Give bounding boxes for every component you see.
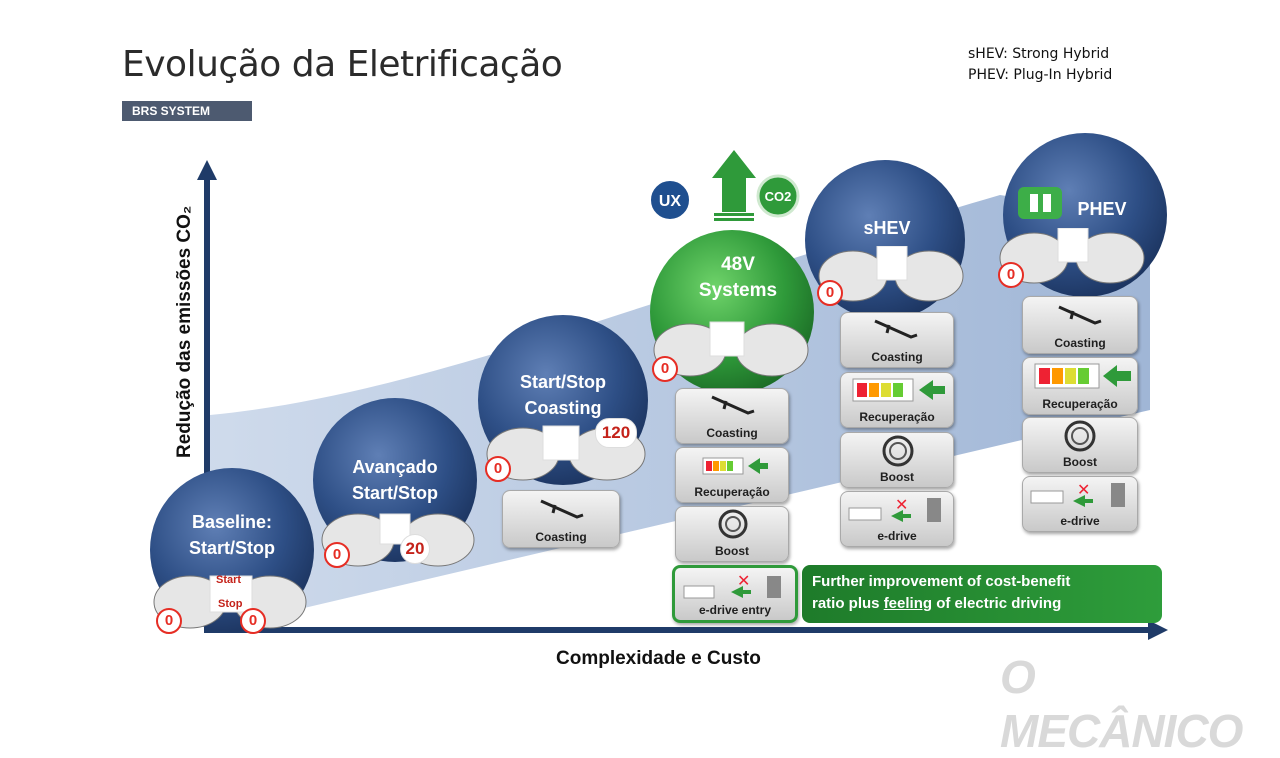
cluster-shev: 0: [815, 245, 965, 306]
callout-box: Further improvement of cost-benefit rati…: [802, 565, 1162, 623]
speed-readout: 0: [817, 280, 843, 306]
glider-icon: [711, 395, 755, 415]
rpm-readout: 0: [240, 608, 266, 634]
co2-logo: CO2: [756, 174, 800, 218]
ux-logo-text: UX: [659, 193, 682, 210]
glider-icon: [1058, 305, 1102, 325]
speed-readout: 0: [998, 262, 1024, 288]
cluster-phev: 0: [996, 227, 1146, 288]
feature-card-boost: Boost: [840, 432, 954, 488]
feature-card-edrive-entry: ✕ e-drive entry: [672, 565, 798, 623]
feature-card-coasting: Coasting: [840, 312, 954, 368]
battery-icon: [702, 457, 768, 475]
feature-label: Coasting: [1054, 336, 1106, 350]
feature-label: Boost: [880, 470, 914, 484]
callout-line-1: Further improvement of cost-benefit: [812, 573, 1071, 590]
co2-logo-text: CO2: [765, 189, 792, 204]
stage-label-coasting-1: Start/Stop: [520, 372, 606, 392]
stop-label: Stop: [218, 598, 243, 610]
feature-card-recuperation: Recuperação: [1022, 357, 1138, 415]
page-title: Evolução da Eletrificação: [122, 44, 563, 85]
svg-text:✕: ✕: [1077, 482, 1090, 499]
feature-label: Coasting: [871, 350, 923, 364]
stage-label-baseline-1: Baseline:: [192, 512, 272, 532]
feature-label: e-drive entry: [698, 603, 772, 617]
feature-card-recuperation: Recuperação: [675, 447, 789, 503]
tire-icon: [1064, 420, 1096, 452]
edrive-icon: ✕: [1030, 482, 1125, 507]
feature-label: Recuperação: [1042, 397, 1118, 411]
stage-label-shev: sHEV: [863, 218, 910, 238]
stage-label-phev: PHEV: [1077, 199, 1126, 219]
feature-card-coasting: Coasting: [675, 388, 789, 444]
plug-icon: [1018, 187, 1062, 219]
speed-readout: 0: [485, 456, 511, 482]
feature-card-coasting: Coasting: [502, 490, 620, 548]
svg-text:✕: ✕: [895, 497, 908, 514]
up-arrow-bar-1: [714, 213, 754, 216]
feature-card-boost: Boost: [1022, 417, 1138, 473]
start-label: Start: [216, 574, 242, 586]
callout-text-c: of electric driving: [932, 595, 1062, 612]
y-axis-label: Redução das emissões CO₂: [174, 205, 195, 458]
feature-card-boost: Boost: [675, 506, 789, 562]
speed-readout-20: 20: [400, 534, 430, 564]
tire-icon: [882, 435, 914, 467]
svg-text:✕: ✕: [737, 573, 750, 590]
feature-card-edrive: ✕ e-drive: [1022, 476, 1138, 532]
stage-label-avancado-1: Avançado: [352, 457, 437, 477]
feature-label: e-drive: [1060, 514, 1100, 528]
feature-label: Coasting: [535, 530, 587, 544]
callout-text-emphasis: feeling: [883, 595, 933, 612]
cluster-avancado: 0 20: [318, 512, 478, 568]
speed-readout: 0: [652, 356, 678, 382]
feature-card-edrive: ✕ e-drive: [840, 491, 954, 547]
edrive-icon: ✕: [683, 573, 781, 599]
up-arrow-bar-2: [714, 218, 754, 221]
feature-label: Recuperação: [694, 485, 770, 499]
y-axis-arrow: [197, 160, 217, 180]
feature-label: Boost: [715, 544, 749, 558]
feature-label: e-drive: [877, 529, 917, 543]
watermark: O MECÂNICO: [1000, 651, 1243, 757]
x-axis-label: Complexidade e Custo: [556, 648, 761, 669]
stage-label-48v-2: Systems: [699, 280, 777, 301]
ux-logo: UX: [649, 179, 691, 221]
speed-readout: 0: [156, 608, 182, 634]
feature-card-coasting: Coasting: [1022, 296, 1138, 354]
stage-label-avancado-2: Start/Stop: [352, 483, 438, 503]
speed-readout-120: 120: [595, 418, 637, 448]
glider-icon: [540, 499, 584, 519]
cluster-baseline: Start Stop 0 0: [150, 574, 310, 634]
feature-label: Recuperação: [859, 410, 935, 424]
legend-shev: sHEV: Strong Hybrid: [968, 46, 1110, 62]
x-axis-arrow: [1148, 620, 1168, 640]
cluster-coasting: 0 120: [483, 418, 651, 482]
feature-label: Boost: [1063, 455, 1097, 469]
cluster-48v: 0: [650, 320, 812, 382]
stage-label-baseline-2: Start/Stop: [189, 538, 275, 558]
feature-card-recuperation: Recuperação: [840, 372, 954, 428]
feature-label: Coasting: [706, 426, 758, 440]
battery-icon: [852, 378, 945, 402]
speed-readout: 0: [324, 542, 350, 568]
callout-text-a: ratio plus: [812, 595, 884, 612]
glider-icon: [874, 319, 918, 339]
up-arrow-icon: [712, 150, 756, 212]
legend-phev: PHEV: Plug-In Hybrid: [968, 67, 1113, 83]
callout-line-2: ratio plus feeling of electric driving: [812, 593, 1162, 615]
edrive-icon: ✕: [848, 497, 941, 522]
stage-label-coasting-2: Coasting: [524, 398, 601, 418]
brs-system-tag: BRS SYSTEM: [122, 101, 252, 121]
battery-icon: [1034, 363, 1131, 389]
tire-icon: [718, 509, 748, 539]
stage-label-48v-1: 48V: [721, 254, 755, 275]
